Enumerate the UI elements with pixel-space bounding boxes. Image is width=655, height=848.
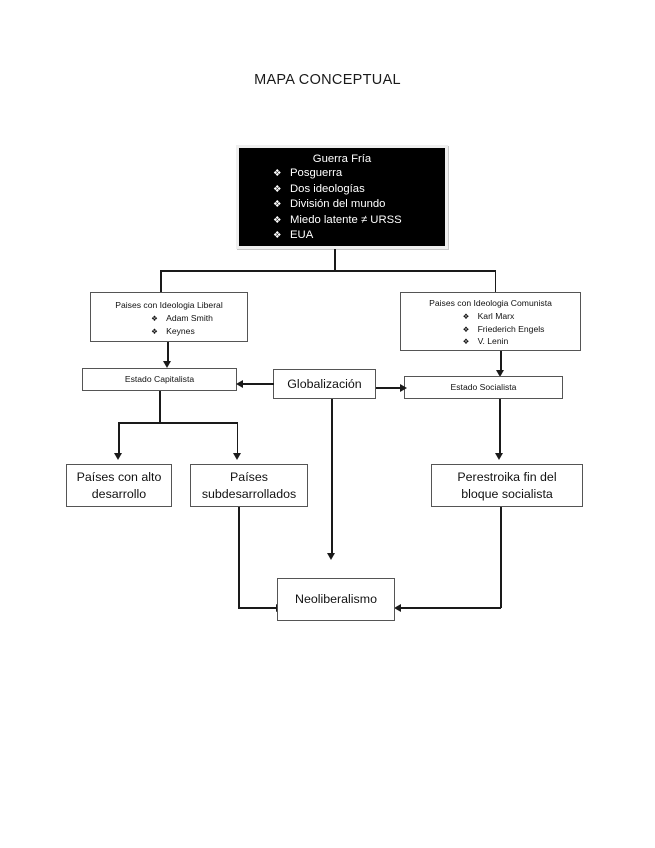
list-item-label: División del mundo <box>290 198 386 211</box>
connector-perestroika-to-neoliberalismo <box>401 607 501 609</box>
connector-to-ideologia-comunista <box>494 270 496 292</box>
arrowhead-globalizacion-to-capitalista <box>236 379 243 388</box>
diamond-bullet-icon: ❖ <box>462 324 470 334</box>
arrowhead-capitalista-to-subdesarrollados <box>233 453 241 460</box>
connector-subdesarrollados-to-neoliberalismo <box>238 607 278 609</box>
connector-socialista-to-perestroika <box>499 399 501 455</box>
list-item: ❖ Friederich Engels <box>463 323 545 335</box>
connector-globalizacion-to-capitalista <box>243 383 274 385</box>
node-guerra-fria-title: Guerra Fría <box>312 153 372 165</box>
page-title: MAPA CONCEPTUAL <box>254 72 401 88</box>
list-item: ❖ Adam Smith <box>151 312 213 324</box>
node-ideologia-comunista: Paises con Ideologia Comunista ❖ Karl Mar… <box>400 292 581 351</box>
diamond-bullet-icon: ❖ <box>273 168 282 179</box>
node-ideologia-liberal-title: Paises con Ideologia Liberal <box>115 299 223 310</box>
list-item-label: Miedo latente ≠ URSS <box>290 213 402 226</box>
connector-globalizacion-to-socialista <box>376 387 402 389</box>
node-guerra-fria: Guerra Fría ❖ Posguerra ❖ Dos ideologías ❖… <box>236 145 448 249</box>
diamond-bullet-icon: ❖ <box>151 314 158 324</box>
list-item: ❖ V. Lenin <box>463 335 545 347</box>
list-item: ❖ Keynes <box>151 325 213 337</box>
diamond-bullet-icon: ❖ <box>151 326 158 336</box>
node-perestroika: Perestroika fin del bloque socialista <box>431 464 583 507</box>
node-globalizacion-label: Globalización <box>287 376 362 391</box>
node-estado-socialista: Estado Socialista <box>404 376 563 399</box>
arrowhead-globalizacion-to-socialista <box>400 383 407 392</box>
node-estado-capitalista: Estado Capitalista <box>82 368 237 391</box>
arrowhead-liberal-to-capitalista <box>163 361 171 368</box>
node-paises-alto-desarrollo-line1: Países con alto <box>76 470 162 485</box>
list-item: ❖ Posguerra <box>273 166 445 182</box>
node-estado-capitalista-label: Estado Capitalista <box>124 373 195 384</box>
list-item: ❖ División del mundo <box>273 197 445 213</box>
list-item-label: V. Lenin <box>477 336 509 347</box>
node-paises-subdesarrollados-line1: Países <box>230 470 268 485</box>
node-paises-alto-desarrollo: Países con alto desarrollo <box>66 464 172 507</box>
node-paises-alto-desarrollo-line2: desarrollo <box>91 486 147 501</box>
list-item-label: Posguerra <box>290 167 343 179</box>
connector-capitalista-to-alto-desarrollo <box>118 422 120 455</box>
list-item-label: Adam Smith <box>166 313 213 324</box>
node-ideologia-liberal: Paises con Ideologia Liberal ❖ Adam Smith… <box>90 292 248 342</box>
node-perestroika-line2: bloque socialista <box>461 486 553 501</box>
diamond-bullet-icon: ❖ <box>462 337 470 347</box>
list-item-label: Karl Marx <box>477 311 515 322</box>
connector-distribution-bar <box>160 270 496 272</box>
connector-perestroika-down <box>500 507 502 608</box>
connector-to-ideologia-liberal <box>160 270 162 292</box>
list-item-label: EUA <box>290 229 314 242</box>
diamond-bullet-icon: ❖ <box>273 199 282 211</box>
node-neoliberalismo: Neoliberalismo <box>277 578 395 621</box>
list-item-label: Friederich Engels <box>477 323 545 334</box>
connector-capitalista-to-subdesarrollados <box>236 422 238 455</box>
arrowhead-comunista-to-socialista <box>496 370 504 377</box>
connector-globalizacion-to-neoliberalismo <box>331 399 333 555</box>
list-item: ❖ Karl Marx <box>463 310 545 322</box>
node-neoliberalismo-label: Neoliberalismo <box>295 592 377 607</box>
node-ideologia-comunista-list: ❖ Karl Marx ❖ Friederich Engels ❖ V. Lenin <box>437 310 545 347</box>
list-item-label: Keynes <box>166 325 195 336</box>
arrowhead-globalizacion-to-neoliberalismo <box>327 553 335 560</box>
connector-comunista-to-socialista <box>500 351 502 371</box>
diamond-bullet-icon: ❖ <box>273 183 282 195</box>
connector-subdesarrollados-down <box>238 507 240 608</box>
diamond-bullet-icon: ❖ <box>462 312 470 322</box>
node-estado-socialista-label: Estado Socialista <box>450 381 517 392</box>
node-ideologia-comunista-title: Paises con Ideologia Comunista <box>429 298 552 309</box>
arrowhead-perestroika-to-neoliberalismo <box>394 603 401 612</box>
diamond-bullet-icon: ❖ <box>273 230 282 242</box>
arrowhead-socialista-to-perestroika <box>495 453 503 460</box>
list-item: ❖ Dos ideologías <box>273 182 445 198</box>
arrowhead-capitalista-to-alto-desarrollo <box>114 453 122 460</box>
node-paises-subdesarrollados: Países subdesarrollados <box>190 464 308 507</box>
list-item: ❖ Miedo latente ≠ URSS <box>273 213 445 229</box>
diamond-bullet-icon: ❖ <box>273 214 282 226</box>
node-guerra-fria-list: ❖ Posguerra ❖ Dos ideologías ❖ División del… <box>239 166 445 244</box>
connector-liberal-to-capitalista <box>167 342 169 362</box>
list-item-label: Dos ideologías <box>290 182 365 195</box>
connector-capitalista-fork-bar <box>118 422 238 424</box>
node-globalizacion: Globalización <box>273 369 376 399</box>
connector-capitalista-stem <box>159 391 161 423</box>
node-ideologia-liberal-list: ❖ Adam Smith ❖ Keynes <box>125 312 213 337</box>
node-perestroika-line1: Perestroika fin del <box>457 470 557 485</box>
list-item: ❖ EUA <box>273 228 445 244</box>
node-paises-subdesarrollados-line2: subdesarrollados <box>201 486 297 501</box>
connector-guerra-fria-stem <box>334 249 336 271</box>
